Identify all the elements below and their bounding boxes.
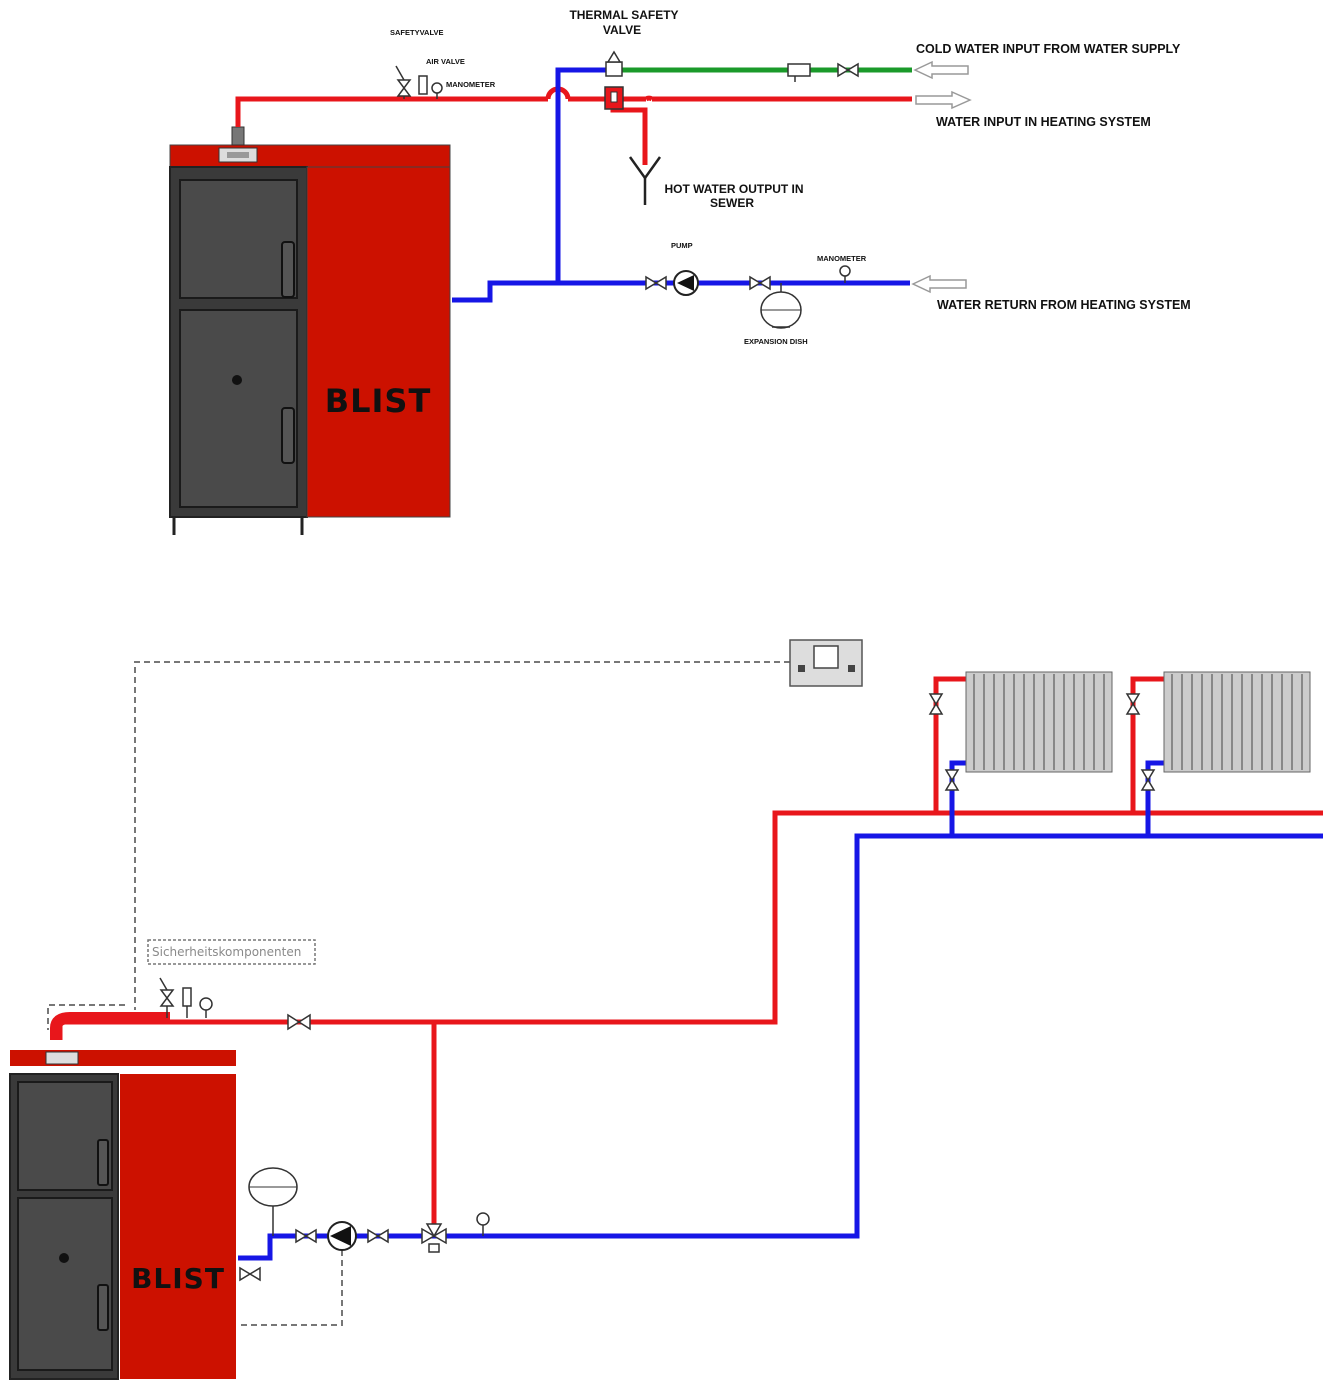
label-water-return: WATER RETURN FROM HEATING SYSTEM bbox=[937, 298, 1191, 312]
bottom-expansion-dish-icon bbox=[248, 1167, 298, 1236]
radiator-1 bbox=[965, 671, 1113, 773]
pump-icon bbox=[673, 270, 699, 296]
label-thermal-safety-valve-1: THERMAL SAFETY bbox=[569, 8, 678, 22]
label-thermal-safety-valve-2: VALVE bbox=[603, 23, 641, 37]
cold-water-valve bbox=[837, 62, 859, 78]
manometer-icon bbox=[431, 82, 443, 99]
return-pipe-top bbox=[452, 67, 910, 303]
return-valve-2 bbox=[749, 275, 771, 291]
label-hot-water-1: HOT WATER OUTPUT IN bbox=[664, 182, 803, 196]
return-pipe-bottom bbox=[238, 760, 1323, 1261]
label-air-valve: AIR VALVE bbox=[426, 57, 465, 66]
thermal-safety-valve bbox=[604, 50, 624, 110]
safety-components-box: Sicherheitskomponenten bbox=[147, 939, 316, 965]
radiator-2-supply-valve bbox=[1125, 693, 1141, 715]
label-safety-components: Sicherheitskomponenten bbox=[152, 945, 301, 959]
label-hot-water-2: SEWER bbox=[710, 196, 754, 210]
brand-logo-bottom: BLIST bbox=[131, 1262, 225, 1295]
top-diagram: BLIST bbox=[169, 8, 1191, 535]
label-manometer-top: MANOMETER bbox=[446, 80, 496, 89]
boiler-top: BLIST bbox=[169, 126, 451, 535]
label-expansion-dish: EXPANSION DISH bbox=[744, 337, 808, 346]
label-cold-water: COLD WATER INPUT FROM WATER SUPPLY bbox=[916, 42, 1181, 56]
bottom-air-valve-icon bbox=[182, 987, 192, 1018]
label-safety-valve: SAFETYVALVE bbox=[390, 28, 443, 37]
radiator-1-return-valve bbox=[944, 769, 960, 791]
expansion-dish-icon bbox=[760, 283, 802, 329]
bottom-supply-valve bbox=[287, 1013, 311, 1031]
radiator-1-supply-valve bbox=[928, 693, 944, 715]
boiler-bottom: BLIST bbox=[9, 1050, 236, 1380]
label-pump: PUMP bbox=[671, 241, 693, 250]
bottom-diagram: Sicherheitskomponenten BLIST bbox=[9, 639, 1323, 1380]
strainer bbox=[787, 63, 811, 82]
bottom-return-manometer-icon bbox=[476, 1212, 490, 1236]
label-water-input: WATER INPUT IN HEATING SYSTEM bbox=[936, 115, 1151, 129]
radiator-2 bbox=[1163, 671, 1311, 773]
brand-logo-top: BLIST bbox=[325, 382, 432, 420]
bottom-return-valve-2 bbox=[367, 1228, 389, 1244]
room-controller bbox=[789, 639, 863, 687]
supply-pipe-top bbox=[235, 86, 912, 165]
bottom-manometer-icon bbox=[199, 997, 213, 1018]
bottom-pump-icon bbox=[327, 1221, 357, 1251]
control-wiring bbox=[47, 661, 790, 1326]
return-arrow bbox=[911, 274, 967, 294]
supply-outlet bbox=[50, 1012, 170, 1040]
bottom-return-valve-1 bbox=[295, 1228, 317, 1244]
label-manometer-return: MANOMETER bbox=[817, 254, 867, 263]
supply-arrow bbox=[915, 90, 972, 110]
cold-water-arrow bbox=[913, 60, 969, 80]
safety-valve bbox=[395, 65, 412, 99]
air-valve bbox=[418, 75, 428, 95]
boiler-drain-valve bbox=[239, 1266, 261, 1282]
bottom-safety-valve-icon bbox=[159, 977, 175, 1018]
return-manometer-icon bbox=[839, 265, 851, 283]
sewer-outlet bbox=[628, 156, 662, 205]
radiator-2-return-valve bbox=[1140, 769, 1156, 791]
return-valve-1 bbox=[645, 275, 667, 291]
mixing-valve-icon bbox=[421, 1223, 447, 1253]
